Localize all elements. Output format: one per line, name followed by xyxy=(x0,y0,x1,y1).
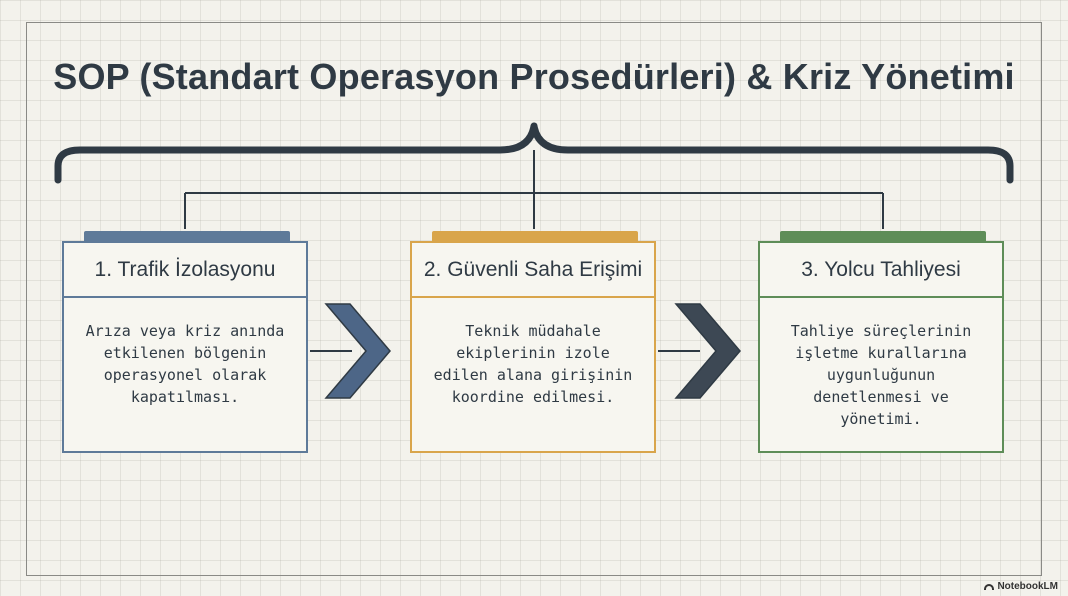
description-line: koordine edilmesi. xyxy=(451,388,615,406)
step-heading: 2. Güvenli Saha Erişimi xyxy=(412,243,654,298)
card-tab xyxy=(84,231,290,241)
flow-arrow-1 xyxy=(310,303,391,399)
description-line: ekiplerinin izole xyxy=(456,344,610,362)
flow-arrow-2 xyxy=(658,303,741,399)
step-description: Arıza veya kriz anında etkilenen bölgeni… xyxy=(64,298,306,408)
description-line: Tahliye süreçlerinin xyxy=(790,322,972,340)
tree-connector xyxy=(184,150,884,229)
description-line: etkilenen bölgenin xyxy=(103,344,267,362)
description-line: uygunluğunun xyxy=(826,366,936,384)
curly-brace xyxy=(54,122,1014,184)
description-line: edilen alana girişinin xyxy=(433,366,633,384)
step-card-2: 2. Güvenli Saha Erişimi Teknik müdahale … xyxy=(410,231,656,453)
description-line: operasyonel olarak xyxy=(103,366,267,384)
watermark: NotebookLM xyxy=(984,581,1058,592)
card-tab xyxy=(780,231,986,241)
notebooklm-logo-icon xyxy=(984,583,995,590)
page-title: SOP (Standart Operasyon Prosedürleri) & … xyxy=(53,56,1015,97)
card-tab xyxy=(432,231,638,241)
description-line: kapatılması. xyxy=(130,388,240,406)
step-card-1: 1. Trafik İzolasyonu Arıza veya kriz anı… xyxy=(62,231,308,453)
description-line: yönetimi. xyxy=(840,410,922,428)
step-heading: 3. Yolcu Tahliyesi xyxy=(760,243,1002,298)
step-description: Teknik müdahale ekiplerinin izole edilen… xyxy=(412,298,654,408)
watermark-label: NotebookLM xyxy=(997,581,1058,592)
chevron-right-icon xyxy=(324,303,391,399)
description-line: işletme kurallarına xyxy=(795,344,967,362)
step-description: Tahliye süreçlerinin işletme kurallarına… xyxy=(760,298,1002,430)
step-card-3: 3. Yolcu Tahliyesi Tahliye süreçlerinin … xyxy=(758,231,1004,453)
description-line: Teknik müdahale xyxy=(465,322,601,340)
blueprint-frame xyxy=(26,22,1042,576)
description-line: denetlenmesi ve xyxy=(813,388,949,406)
description-line: Arıza veya kriz anında xyxy=(85,322,285,340)
step-heading: 1. Trafik İzolasyonu xyxy=(64,243,306,298)
chevron-right-icon xyxy=(674,303,741,399)
